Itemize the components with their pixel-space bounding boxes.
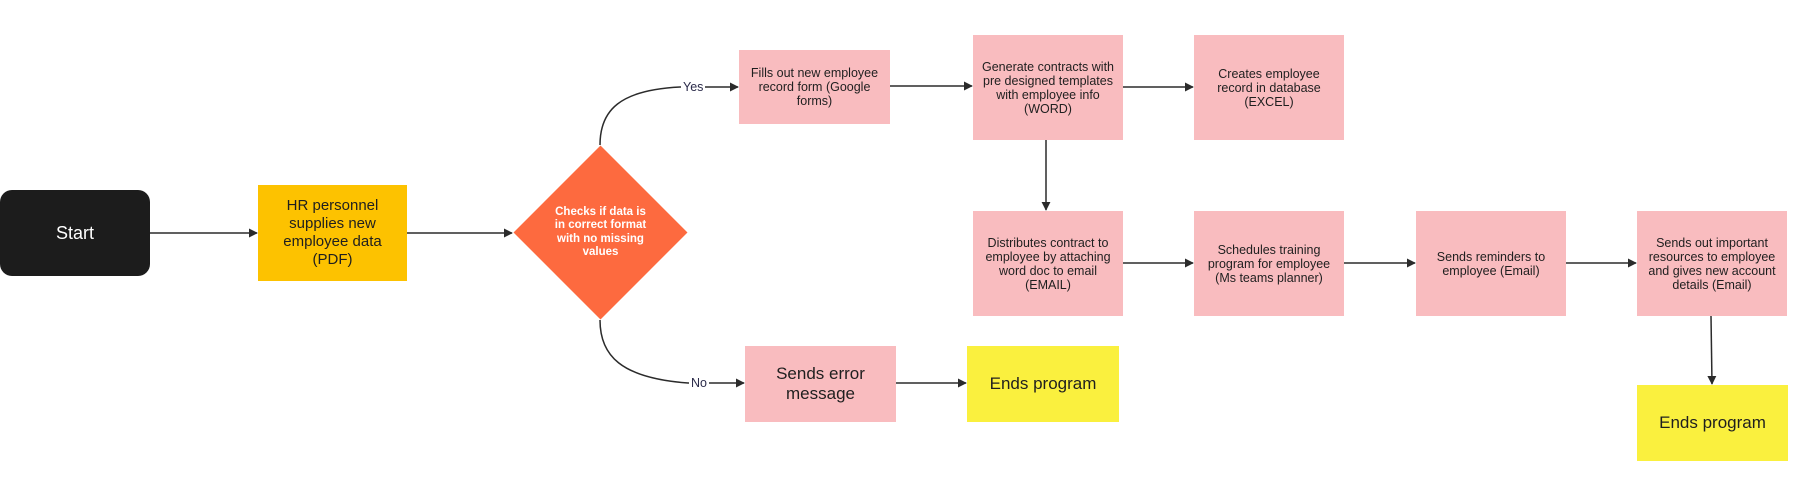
ends-program-node-1: Ends program	[967, 346, 1119, 422]
start-node: Start	[0, 190, 150, 276]
decision-node: Checks if data is in correct format with…	[513, 145, 688, 320]
creates-record-label: Creates employee record in database (EXC…	[1217, 66, 1321, 109]
sends-error-label: Sends error message	[776, 363, 865, 403]
ends-program-label-2: Ends program	[1659, 413, 1766, 433]
distributes-contract-node: Distributes contract to employee by atta…	[973, 211, 1123, 316]
arrow-decision-no	[599, 319, 745, 388]
sends-reminders-label: Sends reminders to employee (Email)	[1436, 249, 1546, 278]
ends-program-node-2: Ends program	[1637, 385, 1788, 461]
start-label: Start	[55, 222, 94, 243]
sends-error-node: Sends error message	[745, 346, 896, 422]
fills-form-node: Fills out new employee record form (Goog…	[739, 50, 890, 124]
ends-program-label-1: Ends program	[989, 374, 1097, 394]
decision-label: Checks if data is in correct format with…	[554, 206, 647, 258]
distributes-contract-label: Distributes contract to employee by atta…	[985, 235, 1111, 292]
schedules-training-node: Schedules training program for employee …	[1194, 211, 1344, 316]
yes-label: Yes	[681, 80, 706, 94]
creates-record-node: Creates employee record in database (EXC…	[1194, 35, 1344, 140]
arrow-sendsout-to-ends	[1707, 315, 1717, 385]
sends-resources-label: Sends out important resources to employe…	[1648, 235, 1776, 292]
arrow-decision-yes	[599, 82, 739, 146]
no-label: No	[689, 376, 709, 390]
hr-supplies-node: HR personnel supplies new employee data …	[258, 185, 407, 281]
hr-supplies-label: HR personnel supplies new employee data …	[283, 197, 382, 268]
generate-contracts-node: Generate contracts with pre designed tem…	[973, 35, 1123, 140]
generate-contracts-label: Generate contracts with pre designed tem…	[981, 59, 1114, 116]
schedules-training-label: Schedules training program for employee …	[1207, 242, 1331, 285]
sends-resources-node: Sends out important resources to employe…	[1637, 211, 1787, 316]
sends-reminders-node: Sends reminders to employee (Email)	[1416, 211, 1566, 316]
fills-form-label: Fills out new employee record form (Goog…	[750, 66, 879, 108]
